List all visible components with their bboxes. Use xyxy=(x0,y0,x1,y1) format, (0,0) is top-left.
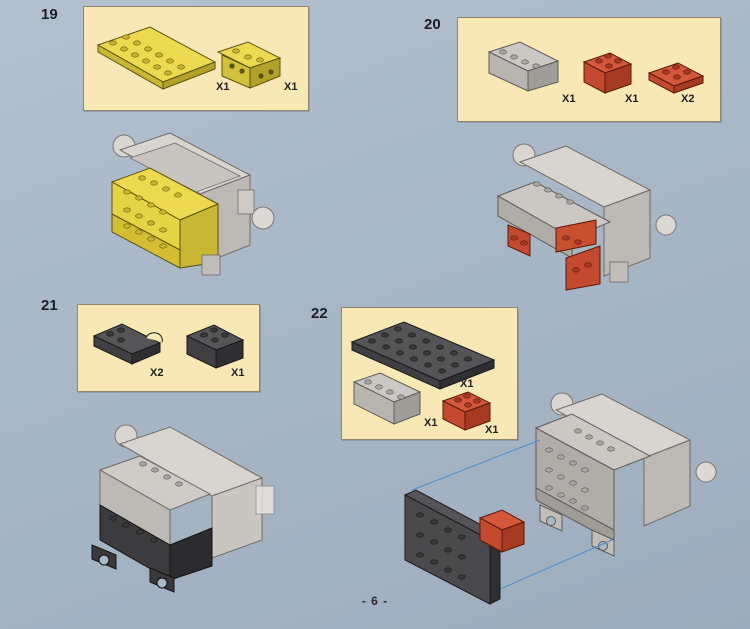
step-21-assembly xyxy=(91,424,275,593)
part-qty: X2 xyxy=(150,367,164,379)
yellow-plate-2x6 xyxy=(96,26,217,90)
dark-gray-clip-plate xyxy=(92,323,163,365)
step-21-number: 21 xyxy=(41,297,58,314)
part-qty: X1 xyxy=(625,93,639,105)
page-number: - 6 - xyxy=(361,594,389,608)
step-20-assembly xyxy=(496,143,677,291)
step-20-number: 20 xyxy=(424,16,441,33)
dark-gray-brick-2x2 xyxy=(185,324,245,369)
part-qty: X1 xyxy=(562,93,576,105)
part-qty: X1 xyxy=(231,367,245,379)
part-qty: X1 xyxy=(216,81,230,93)
red-plate-2x2 xyxy=(647,62,705,94)
part-qty: X1 xyxy=(460,378,474,390)
step-19-number: 19 xyxy=(41,6,58,23)
red-brick-2x2 xyxy=(582,52,633,94)
step-22-assembly xyxy=(403,392,717,605)
step-19-assembly xyxy=(110,132,275,276)
part-qty: X1 xyxy=(284,81,298,93)
light-gray-brick-1x4 xyxy=(352,372,422,425)
light-gray-brick-1x4 xyxy=(487,41,560,92)
part-qty: X1 xyxy=(424,417,438,429)
step-22-number: 22 xyxy=(311,305,328,322)
part-qty: X2 xyxy=(681,93,695,105)
red-brick-2x2 xyxy=(441,391,492,431)
yellow-bracket-plate xyxy=(216,41,282,89)
part-qty: X1 xyxy=(485,424,499,436)
dark-gray-plate-4x6 xyxy=(350,321,496,390)
